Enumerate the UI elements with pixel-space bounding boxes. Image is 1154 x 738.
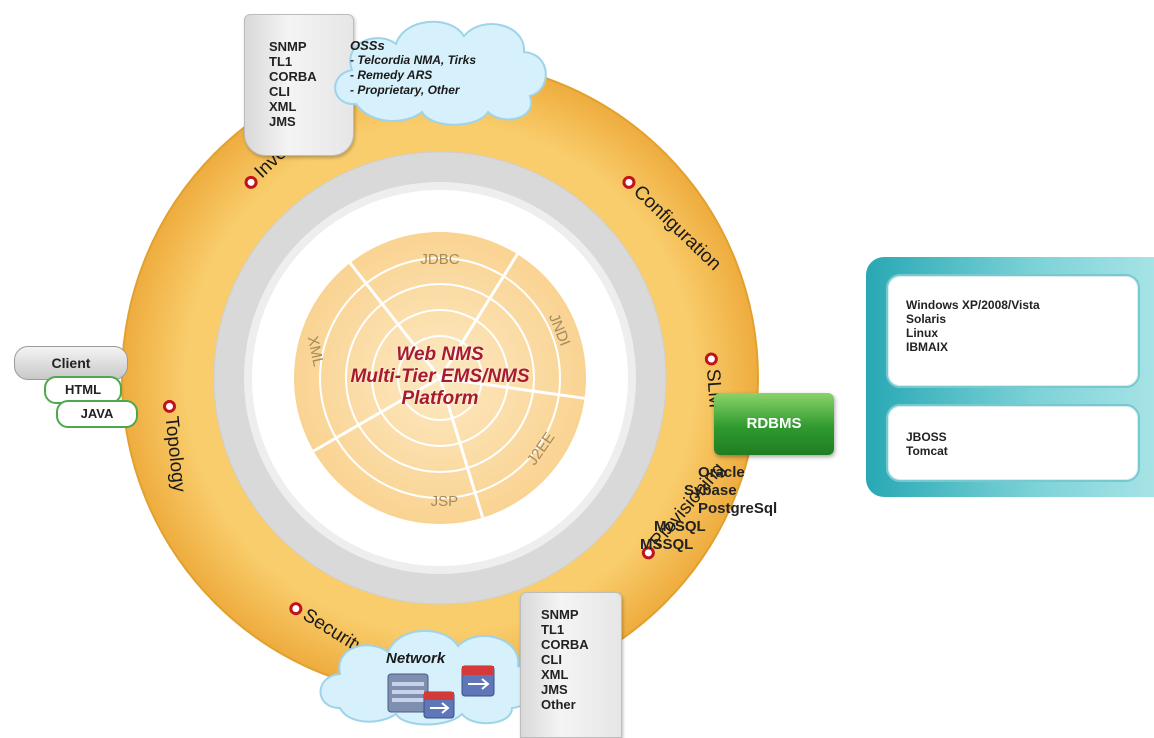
client-pill: Client — [14, 346, 128, 380]
inner-web — [319, 257, 561, 499]
network-cloud — [319, 630, 535, 726]
oss-item: - Telcordia NMA, Tirks — [350, 53, 477, 67]
server-item: Tomcat — [906, 444, 948, 458]
protocol-item: TL1 — [541, 622, 565, 637]
database-item: MSSQL — [640, 536, 694, 553]
protocol-item: CLI — [541, 652, 562, 667]
client-title: Client — [51, 355, 91, 371]
protocol-item: CORBA — [541, 637, 589, 652]
oss-item: - Proprietary, Other — [350, 83, 460, 97]
oss-item: - Remedy ARS — [350, 68, 433, 82]
protocol-item: JMS — [269, 114, 296, 129]
center-title-line2: Multi-Tier EMS/NMS — [350, 366, 530, 387]
center-title-line3: Platform — [401, 388, 479, 409]
web-spoke — [439, 376, 585, 400]
rdbms-label: RDBMS — [746, 415, 802, 432]
protocol-item: XML — [269, 99, 297, 114]
os-item: Solaris — [906, 312, 947, 326]
database-item: Sybase — [684, 482, 737, 499]
center-title-line1: Web NMS — [396, 344, 484, 365]
os-item: Windows XP/2008/Vista — [906, 298, 1040, 312]
database-item: Oracle — [698, 464, 745, 481]
protocol-item: SNMP — [269, 39, 307, 54]
client-html-pill: HTML — [44, 376, 122, 404]
client-java-label: JAVA — [80, 406, 114, 421]
web-spoke — [312, 376, 441, 453]
client-java-pill: JAVA — [56, 400, 138, 428]
client-html-label: HTML — [64, 382, 102, 397]
protocol-item: XML — [541, 667, 569, 682]
ring-marker-icon — [622, 175, 636, 189]
web-spoke — [438, 377, 485, 519]
database-item: PostgreSql — [698, 500, 778, 517]
network-title: Network — [386, 650, 446, 667]
protocol-item: SNMP — [541, 607, 579, 622]
web-spoke — [438, 253, 519, 379]
os-item: Linux — [906, 326, 938, 340]
oss-text: OSSs - Telcordia NMA, Tirks- Remedy ARS-… — [350, 38, 540, 98]
inner-segment-label: JDBC — [420, 251, 459, 268]
oss-title: OSSs — [350, 38, 385, 53]
protocol-item: CORBA — [269, 69, 317, 84]
rdbms-box: RDBMS — [714, 393, 834, 455]
network-devices-icon — [387, 665, 495, 719]
protocol-item: CLI — [269, 84, 290, 99]
protocol-item: Other — [541, 697, 576, 712]
oss-items: - Telcordia NMA, Tirks- Remedy ARS- Prop… — [350, 53, 540, 98]
oss-cloud — [334, 20, 547, 126]
os-item: IBMAIX — [906, 340, 948, 354]
protocol-item: JMS — [541, 682, 568, 697]
center-title: Web NMS Multi-Tier EMS/NMS Platform — [320, 344, 560, 410]
server-item: JBOSS — [906, 430, 947, 444]
ring-marker-icon — [162, 399, 176, 413]
inner-segment-label: XML — [304, 334, 327, 368]
inner-segment-label: JSP — [431, 493, 459, 510]
database-item: MySQL — [654, 518, 706, 535]
ring-marker-icon — [704, 352, 718, 366]
web-spoke — [348, 262, 442, 379]
ring-marker-icon — [641, 546, 655, 560]
protocol-item: TL1 — [269, 54, 293, 69]
ring-marker-icon — [244, 175, 258, 189]
ring-marker-icon — [289, 602, 303, 616]
